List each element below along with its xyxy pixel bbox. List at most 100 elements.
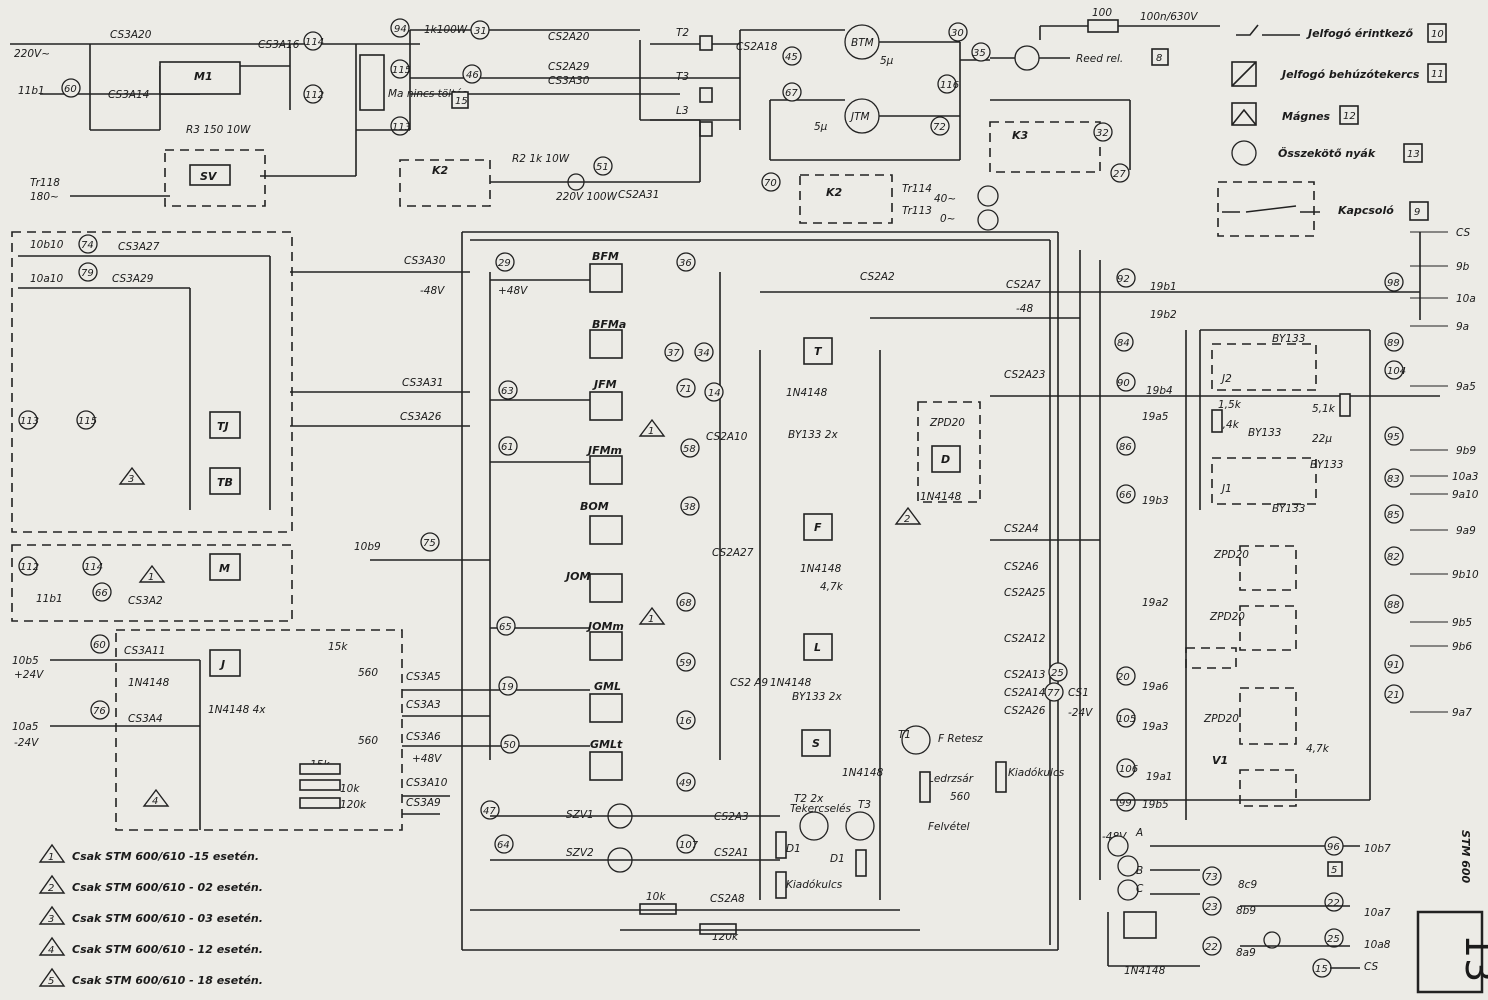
svg-text:100n/630V: 100n/630V xyxy=(1140,11,1198,23)
svg-text:105: 105 xyxy=(1117,714,1136,725)
relay-bfm xyxy=(589,263,623,293)
svg-text:JOMm: JOMm xyxy=(586,620,624,633)
svg-text:1N4148: 1N4148 xyxy=(800,563,842,575)
svg-text:CS1: CS1 xyxy=(1068,687,1089,699)
svg-text:114: 114 xyxy=(305,37,324,48)
relay-f xyxy=(803,513,833,541)
svg-text:CS2A20: CS2A20 xyxy=(548,31,590,43)
relay-s xyxy=(801,729,831,757)
svg-text:72: 72 xyxy=(933,122,946,133)
lamp-icon xyxy=(1263,931,1281,949)
svg-text:CS3A4: CS3A4 xyxy=(128,713,163,725)
svg-text:31: 31 xyxy=(474,26,487,37)
svg-text:10a: 10a xyxy=(1456,293,1476,305)
svg-text:1N4148: 1N4148 xyxy=(786,387,828,399)
svg-text:65: 65 xyxy=(499,622,512,633)
svg-text:113: 113 xyxy=(392,122,411,133)
svg-text:19: 19 xyxy=(501,682,514,693)
svg-text:1N4148: 1N4148 xyxy=(920,491,962,503)
svg-text:99: 99 xyxy=(1119,798,1132,809)
svg-text:95: 95 xyxy=(1387,432,1400,443)
svg-text:47: 47 xyxy=(483,806,496,817)
wire-cs3a20: CS3A20 xyxy=(110,29,152,41)
svg-text:10k: 10k xyxy=(646,891,666,903)
drawing-id: STM 600 xyxy=(1459,830,1472,884)
svg-text:25: 25 xyxy=(1327,934,1340,945)
svg-text:58: 58 xyxy=(683,444,696,455)
svg-text:CS3A29: CS3A29 xyxy=(112,273,154,285)
svg-text:K3: K3 xyxy=(1012,129,1029,142)
note-2: Csak STM 600/610 - 02 esetén. xyxy=(72,881,263,894)
svg-text:ZPD20: ZPD20 xyxy=(1213,549,1249,561)
relay-jom xyxy=(589,573,623,603)
svg-text:82: 82 xyxy=(1387,552,1400,563)
svg-text:77: 77 xyxy=(1047,688,1060,699)
svg-text:107: 107 xyxy=(679,840,699,851)
terminal-strip-right: CS 9b 10a 9a 9a5 9b9 10a3 9a10 9a9 9b10 … xyxy=(1410,227,1479,719)
relay-j xyxy=(209,649,241,677)
svg-text:70: 70 xyxy=(764,178,777,189)
svg-text:11b1: 11b1 xyxy=(36,593,63,605)
svg-text:BY133: BY133 xyxy=(1310,459,1343,471)
svg-text:T2: T2 xyxy=(676,27,689,39)
svg-text:Jelfogó érintkező: Jelfogó érintkező xyxy=(1306,27,1413,40)
svg-text:8: 8 xyxy=(1156,53,1162,64)
svg-text:67: 67 xyxy=(785,88,798,99)
svg-text:CS: CS xyxy=(1364,961,1379,973)
svg-text:5,1k: 5,1k xyxy=(1312,403,1336,415)
svg-text:D: D xyxy=(941,453,950,466)
svg-text:560: 560 xyxy=(358,735,378,747)
svg-text:560: 560 xyxy=(950,791,970,803)
svg-text:9b6: 9b6 xyxy=(1452,641,1472,653)
switch-stop xyxy=(1239,769,1297,807)
svg-text:T3: T3 xyxy=(858,799,871,811)
svg-text:22µ: 22µ xyxy=(1312,433,1332,445)
svg-text:9a7: 9a7 xyxy=(1452,707,1472,719)
svg-text:9: 9 xyxy=(1414,207,1420,218)
svg-text:4: 4 xyxy=(152,796,158,807)
svg-text:BY133 2x: BY133 2x xyxy=(792,691,842,703)
svg-text:TJ: TJ xyxy=(217,420,229,433)
svg-text:88: 88 xyxy=(1387,600,1400,611)
svg-text:D1: D1 xyxy=(830,853,845,865)
svg-text:L: L xyxy=(814,641,821,654)
svg-text:CS2A31: CS2A31 xyxy=(618,189,659,201)
svg-text:12: 12 xyxy=(1343,111,1356,122)
svg-text:CS3A30: CS3A30 xyxy=(548,75,590,87)
svg-text:J: J xyxy=(219,658,225,671)
svg-text:A: A xyxy=(1135,827,1143,839)
svg-text:38: 38 xyxy=(683,502,696,513)
svg-text:104: 104 xyxy=(1387,366,1406,377)
svg-text:25: 25 xyxy=(1051,668,1064,679)
motor-btm-label: BTM xyxy=(851,37,874,49)
svg-text:89: 89 xyxy=(1387,338,1400,349)
svg-text:GML: GML xyxy=(594,680,621,693)
svg-text:9b10: 9b10 xyxy=(1452,569,1479,581)
switch-tekercseles xyxy=(1239,687,1297,745)
transistor-t3 xyxy=(845,811,875,841)
svg-text:94: 94 xyxy=(394,24,407,35)
svg-text:Tr113: Tr113 xyxy=(902,205,932,217)
switch-felvetel xyxy=(1239,605,1297,651)
svg-text:76: 76 xyxy=(93,706,106,717)
svg-text:560: 560 xyxy=(358,667,378,679)
switch-icon xyxy=(1217,181,1315,237)
svg-text:10a3: 10a3 xyxy=(1452,471,1478,483)
svg-text:73: 73 xyxy=(1205,872,1218,883)
relay-tj xyxy=(209,411,241,439)
svg-text:1N4148: 1N4148 xyxy=(842,767,884,779)
svg-text:63: 63 xyxy=(501,386,514,397)
relay-d xyxy=(931,445,961,473)
svg-text:T1: T1 xyxy=(898,729,911,741)
svg-text:M: M xyxy=(219,562,230,575)
svg-text:T2 2x: T2 2x xyxy=(794,793,824,805)
svg-text:66: 66 xyxy=(1119,490,1132,501)
svg-text:CS3A9: CS3A9 xyxy=(406,797,441,809)
sheet-number: 13 xyxy=(1457,934,1488,982)
svg-text:115: 115 xyxy=(392,65,411,76)
svg-text:19a1: 19a1 xyxy=(1146,771,1172,783)
switch-ledrzsar xyxy=(1239,545,1297,591)
svg-text:15: 15 xyxy=(1315,964,1328,975)
svg-text:3: 3 xyxy=(128,474,134,485)
